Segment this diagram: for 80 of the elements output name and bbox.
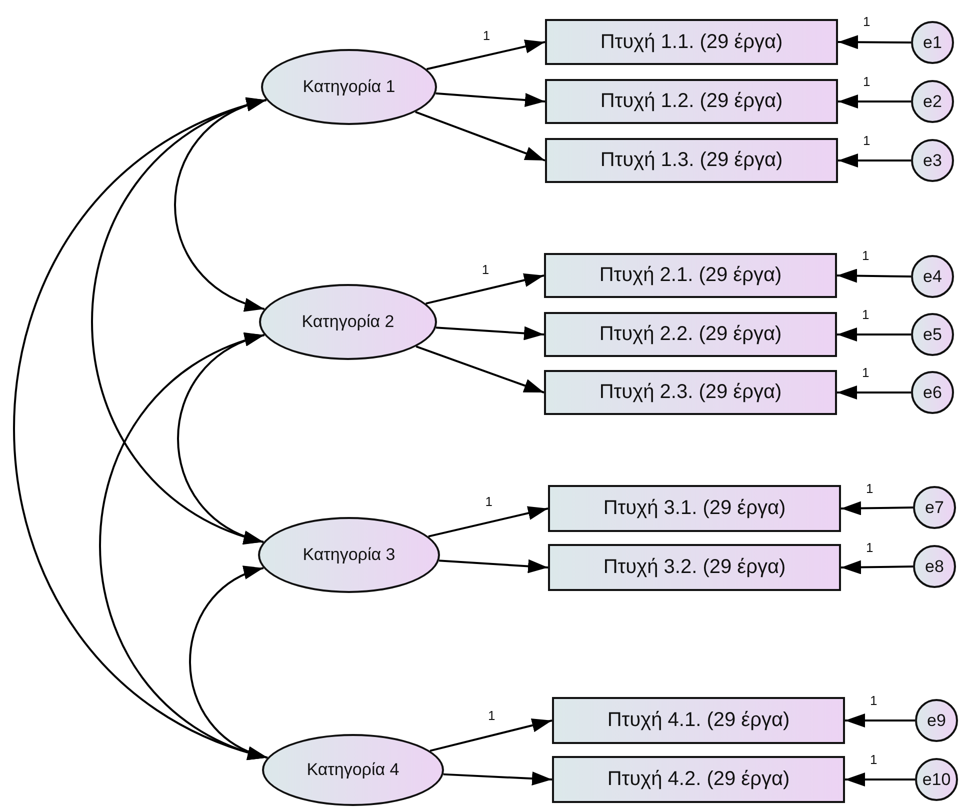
edge-label: 1 <box>861 308 870 322</box>
node-label: Πτυχή 1.2. (29 έργα) <box>600 90 783 113</box>
arrow <box>426 40 546 70</box>
arrow <box>415 110 546 162</box>
node-label: Κατηγορία 4 <box>306 760 400 780</box>
arrow <box>836 268 912 283</box>
error-term-circle <box>911 255 954 298</box>
arrow <box>837 386 911 400</box>
covariance-arrow <box>177 334 265 543</box>
edge-label: 1 <box>862 134 872 148</box>
edge-label: 1 <box>865 482 874 496</box>
edge-label: 1 <box>869 694 878 708</box>
observed-variable-box <box>552 697 845 744</box>
arrow <box>837 328 911 342</box>
edge-label: 1 <box>487 708 496 723</box>
node-label: e1 <box>923 32 942 52</box>
edge-label: 1 <box>862 15 872 29</box>
observed-variable-box <box>548 544 841 591</box>
node-label: Πτυχή 4.1. (29 έργα) <box>607 709 790 732</box>
node-label: Πτυχή 1.1. (29 έργα) <box>600 30 783 54</box>
arrow <box>838 94 911 108</box>
arrow <box>443 772 552 786</box>
observed-variable-box <box>544 370 837 415</box>
arrow <box>436 92 546 107</box>
node-label: Πτυχή 1.3. (29 έργα) <box>600 149 783 172</box>
node-label: e2 <box>923 92 942 112</box>
observed-variable-box <box>544 253 837 298</box>
observed-variable-box <box>548 485 841 532</box>
error-term-circle <box>915 699 958 742</box>
error-term-circle <box>913 545 956 588</box>
node-label: Πτυχή 2.3. (29 έργα) <box>599 381 782 404</box>
arrow <box>428 506 548 538</box>
arrow <box>438 559 548 574</box>
node-label: Κατηγορία 3 <box>302 545 396 565</box>
edge-label: 1 <box>861 366 870 380</box>
covariance-arrow <box>189 567 268 759</box>
observed-variable-box <box>545 138 838 183</box>
covariance-arrow <box>174 99 267 310</box>
arrow <box>430 718 552 752</box>
node-label: Πτυχή 2.1. (29 έργα) <box>599 264 782 287</box>
error-term-circle <box>911 313 954 356</box>
node-label: e6 <box>923 382 942 402</box>
observed-variable-box <box>552 756 845 803</box>
node-label: e7 <box>925 498 944 518</box>
edge-label: 1 <box>480 262 490 277</box>
error-term-circle <box>911 371 954 414</box>
arrow <box>838 154 911 168</box>
node-label: e3 <box>923 150 942 170</box>
edge-label: 1 <box>482 28 492 43</box>
arrow <box>840 560 914 574</box>
error-term-circle <box>911 80 954 123</box>
error-term-circle <box>915 758 958 801</box>
error-term-circle <box>913 486 956 529</box>
node-label: Πτυχή 3.1. (29 έργα) <box>603 497 786 520</box>
edge-label: 1 <box>862 74 872 88</box>
arrow <box>416 346 544 394</box>
node-label: Κατηγορία 2 <box>302 312 394 332</box>
node-label: e4 <box>923 266 942 286</box>
node-label: Πτυχή 4.2. (29 έργα) <box>607 768 790 791</box>
node-label: e9 <box>927 710 946 730</box>
node-label: Κατηγορία 1 <box>302 77 396 97</box>
arrow <box>845 714 915 728</box>
node-label: e8 <box>925 556 944 576</box>
node-label: Πτυχή 3.2. (29 έργα) <box>603 556 786 579</box>
edge-label: 1 <box>861 248 870 262</box>
error-term-circle <box>911 139 954 182</box>
arrow <box>845 772 915 786</box>
arrow <box>838 35 911 50</box>
node-label: e5 <box>923 324 942 344</box>
arrow <box>426 273 544 305</box>
arrow <box>436 326 544 340</box>
error-term-circle <box>911 21 954 64</box>
node-label: Πτυχή 2.2. (29 έργα) <box>599 323 782 346</box>
edge-label: 1 <box>865 540 874 554</box>
observed-variable-box <box>545 19 838 65</box>
arrow <box>840 501 914 516</box>
observed-variable-box <box>544 312 837 357</box>
node-label: e10 <box>922 770 951 790</box>
edge-label: 1 <box>869 752 878 766</box>
observed-variable-box <box>545 79 838 124</box>
